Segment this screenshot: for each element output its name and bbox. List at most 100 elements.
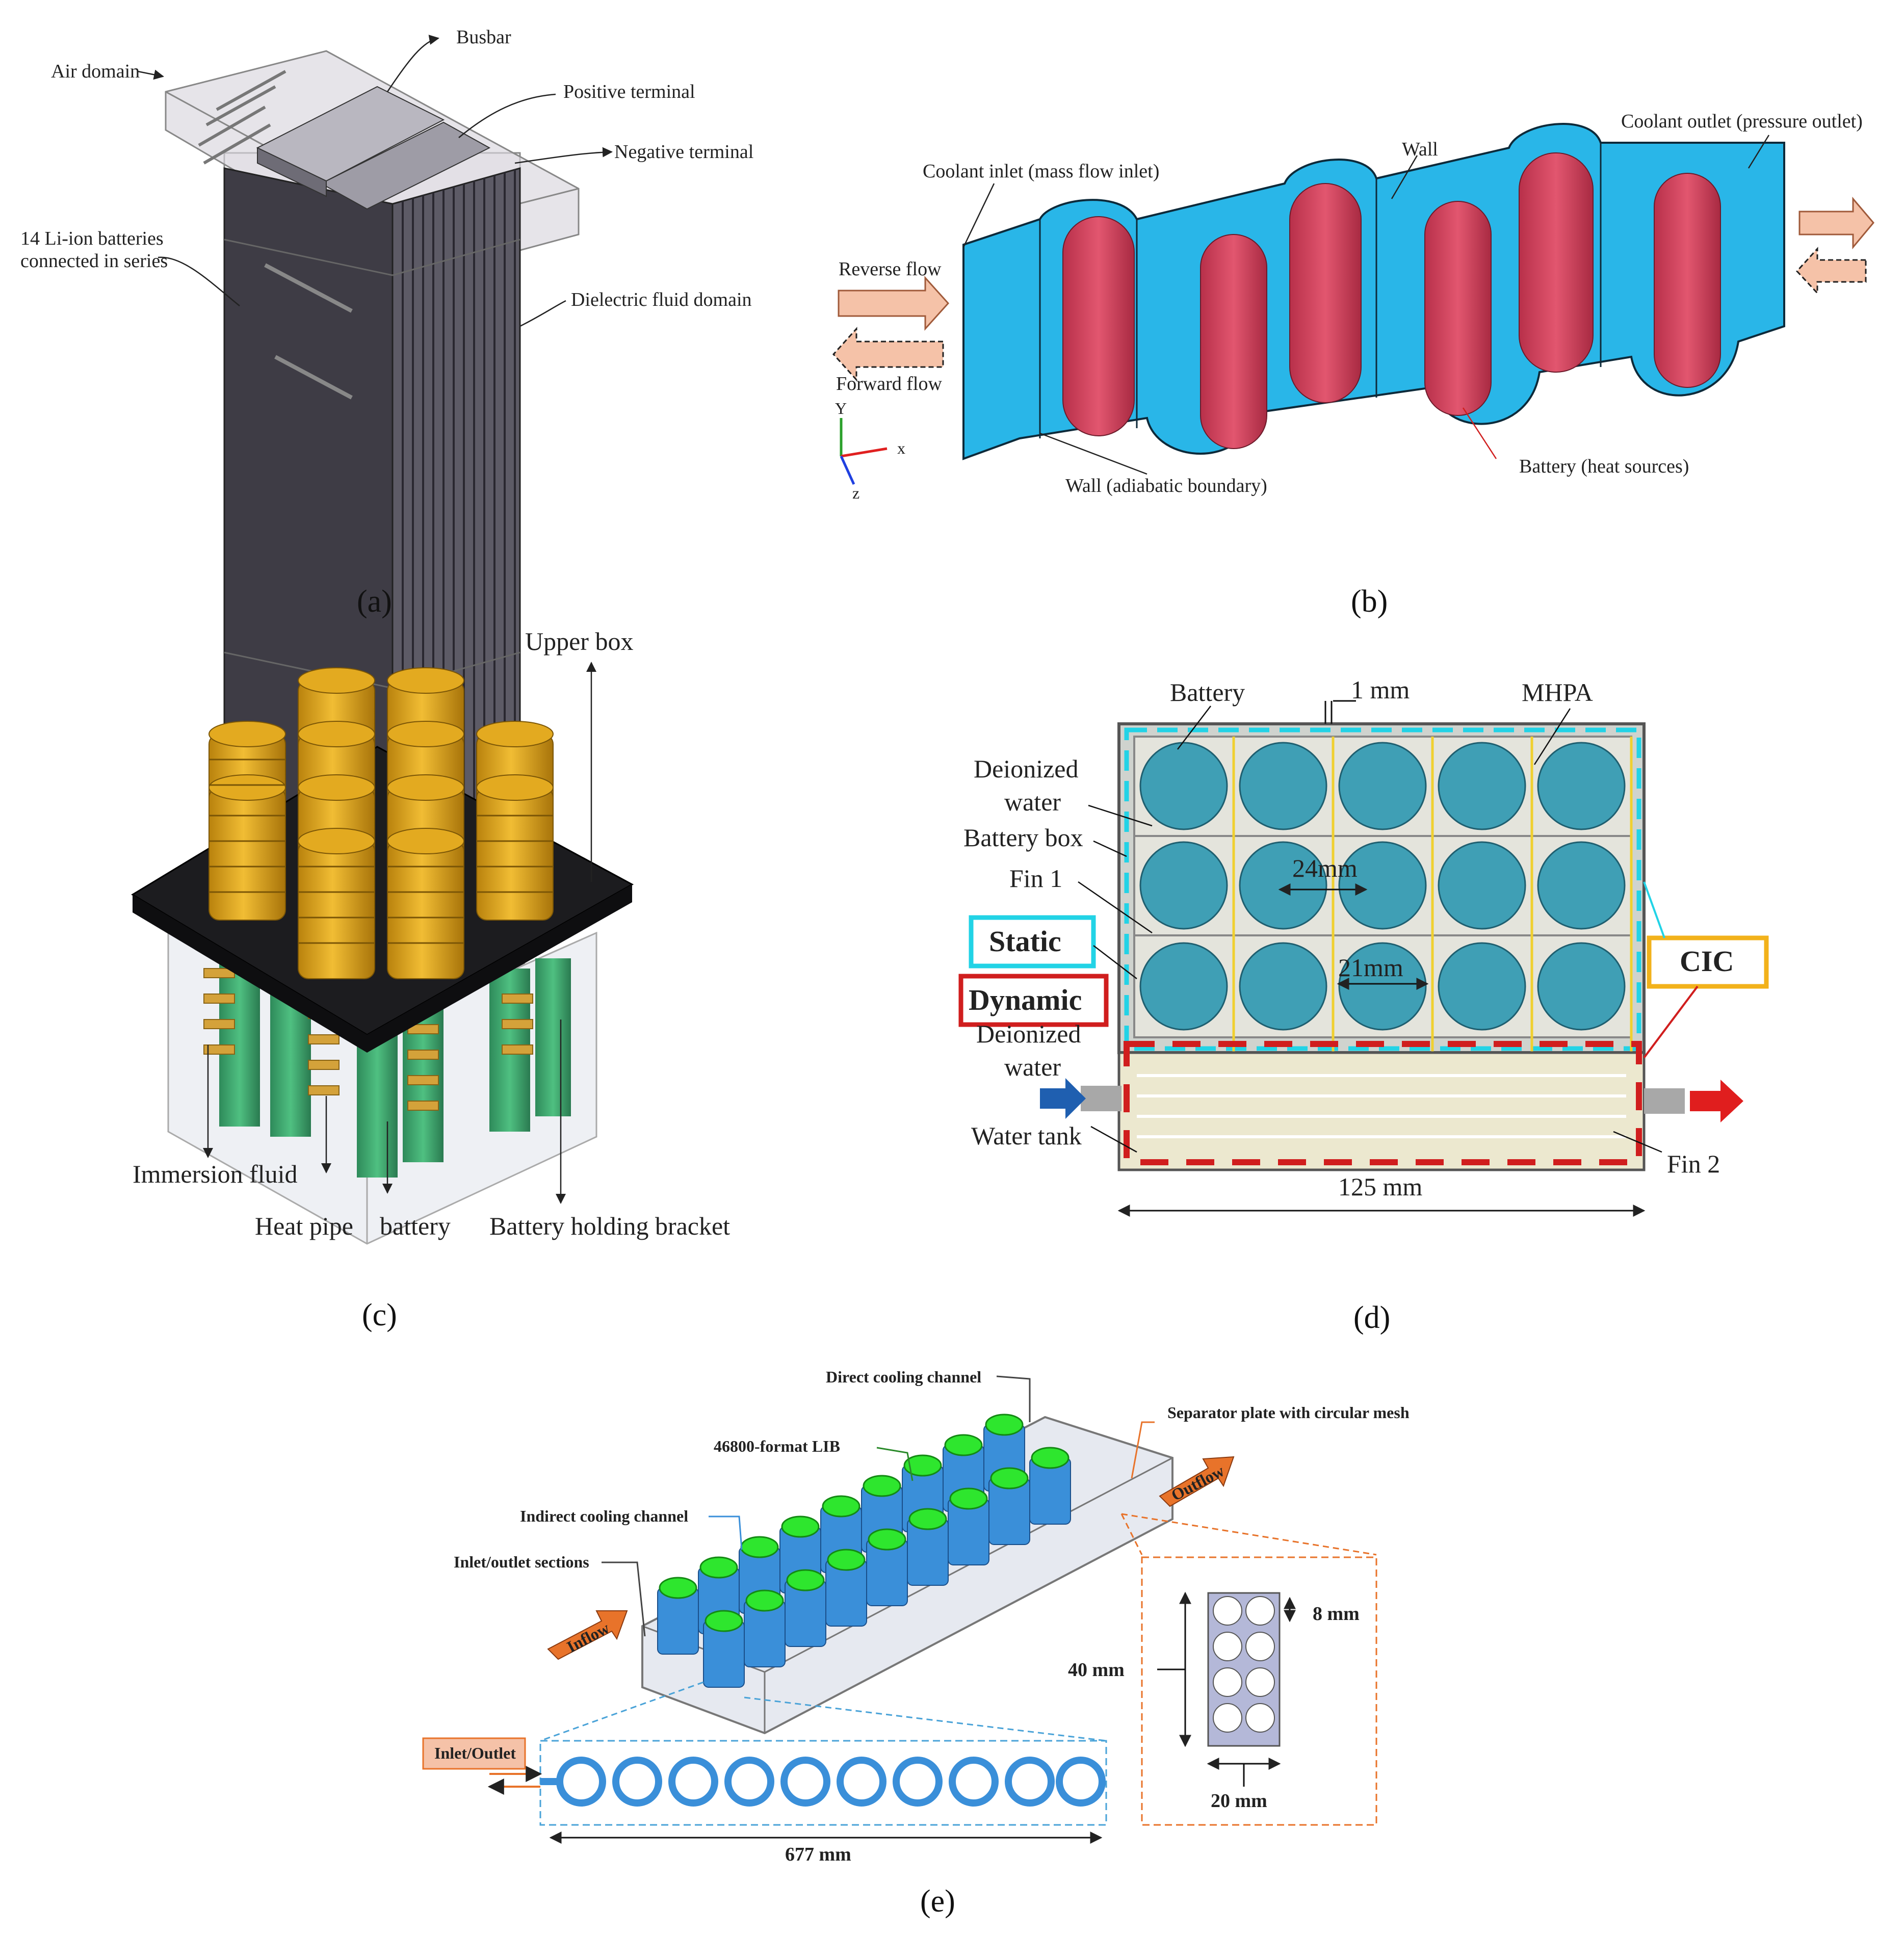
battery-cylinders [1062,152,1721,449]
panel-e-leaders [602,1375,1155,1637]
label-e-677mm: 677 mm [785,1844,851,1865]
outlet-arrow-d [1690,1080,1743,1122]
indirect-channel-rings [540,1757,1106,1807]
outlet-pipe [1644,1088,1685,1114]
inflow-arrow [547,1610,628,1660]
battery-cells [1139,742,1626,1031]
forward-flow-arrow [832,327,944,382]
panel-c-leaders [203,662,596,1204]
label-d-water-tank: Water tank [971,1121,1082,1150]
label-dielectric-fluid: Dielectric fluid domain [571,289,752,310]
panel-d-dimensions [1117,700,1646,1217]
label-e-outflow: Outflow [1168,1461,1227,1504]
label-air-domain: Air domain [51,61,140,82]
label-e-separator: Separator plate with circular mesh [1167,1403,1410,1422]
axis-label-y: Y [835,399,847,417]
zoom-guides [540,1513,1377,1742]
axis-label-z: z [852,484,859,502]
label-d-water-2: water [1004,1053,1061,1081]
panel-b-leaders [962,135,1770,475]
static-box [969,915,1096,969]
axis-triad: Y x z [835,399,905,502]
outflow-arrow [1159,1456,1235,1507]
outlet-arrow [1798,196,1874,250]
inlet-outlet-box [422,1737,526,1770]
dynamic-region [1124,1041,1642,1165]
water-tank [1117,1051,1646,1171]
label-e-direct-channel: Direct cooling channel [826,1368,981,1386]
label-d-24mm: 24mm [1292,854,1358,882]
label-e-indirect-channel: Indirect cooling channel [520,1507,688,1525]
dynamic-box [958,974,1109,1027]
label-e-inlet-sections: Inlet/outlet sections [454,1553,589,1571]
label-d-125mm: 125 mm [1338,1172,1422,1201]
mesh-holes [1213,1596,1275,1733]
panel-d-leaders [1078,705,1662,1153]
label-d-deionized-1: Deionized [974,754,1078,783]
label-heat-pipe: Heat pipe [255,1212,353,1240]
label-d-mhpa: MHPA [1522,678,1593,707]
label-bracket: Battery holding bracket [489,1212,730,1240]
reverse-flow-arrow [838,276,950,331]
lib-cells [657,1414,1071,1688]
cic-box [1647,935,1769,989]
label-d-dynamic: Dynamic [969,983,1082,1016]
label-negative-terminal: Negative terminal [614,141,753,163]
label-positive-terminal: Positive terminal [563,81,695,102]
label-e-inflow: Inflow [564,1618,612,1656]
label-d-1mm: 1 mm [1351,675,1410,704]
label-forward-flow: Forward flow [836,373,942,395]
label-d-fin2: Fin 2 [1667,1149,1720,1178]
terminal-pins-top [198,70,286,165]
label-reverse-flow: Reverse flow [839,258,942,280]
label-battery-heat: Battery (heat sources) [1519,456,1689,477]
label-d-21mm: 21mm [1338,953,1403,982]
caption-c: (c) [362,1298,397,1332]
label-e-lib: 46800-format LIB [714,1437,840,1455]
heat-pipe-fins [203,968,533,1111]
label-e-40mm: 40 mm [1068,1659,1125,1681]
label-d-fin1: Fin 1 [1009,864,1062,893]
label-e-inlet-outlet: Inlet/Outlet [434,1744,516,1762]
label-d-battery-box: Battery box [963,823,1083,852]
label-immersion-fluid: Immersion fluid [133,1160,298,1188]
separator-detail-frame [1141,1556,1377,1826]
label-d-water-1: water [1004,788,1061,816]
caption-d: (d) [1353,1300,1390,1335]
panel-a-annotations [137,35,613,327]
panel-b: Y x z Coolant inlet (mass flow inlet) Wa… [832,111,1874,619]
busbars [256,86,491,210]
flow-arrows [832,196,1874,382]
label-upper-box: Upper box [525,627,633,656]
label-busbar: Busbar [456,27,511,48]
panel-c: Upper box Immersion fluid Heat pipe batt… [131,627,730,1332]
inlet-arrow [1040,1078,1086,1119]
outlet-reverse-arrow [1795,247,1867,295]
panel-e: Inflow Outflow [422,1368,1410,1919]
label-d-battery: Battery [1170,678,1245,707]
caption-b: (b) [1351,584,1388,619]
label-e-8mm: 8 mm [1313,1603,1360,1625]
label-batteries-line1: 14 Li-ion batteries [20,228,164,249]
label-wall-adiabatic: Wall (adiabatic boundary) [1065,475,1267,496]
caption-e: (e) [920,1884,955,1919]
heat-sink-rings [209,759,553,944]
panel-d: Battery 1 mm MHPA Deionized water Batter… [958,675,1769,1335]
caption-a: (a) [357,584,392,619]
axis-label-x: x [897,439,905,457]
label-coolant-outlet: Coolant outlet (pressure outlet) [1621,111,1863,132]
label-battery: battery [380,1212,451,1240]
label-d-deionized-2: Deionized [976,1019,1081,1048]
label-d-cic: CIC [1680,945,1734,978]
label-e-20mm: 20 mm [1211,1790,1267,1812]
label-wall: Wall [1402,139,1438,160]
label-batteries-line2: connected in series [20,250,168,272]
panel-e-dimensions [549,1591,1296,1844]
inlet-outlet-arrows [487,1766,542,1795]
fin2-lines [1137,1074,1626,1138]
inlet-pipe [1081,1086,1121,1111]
static-region [1124,727,1641,1051]
label-d-static: Static [989,925,1061,958]
heat-sink-stacks [208,667,554,979]
